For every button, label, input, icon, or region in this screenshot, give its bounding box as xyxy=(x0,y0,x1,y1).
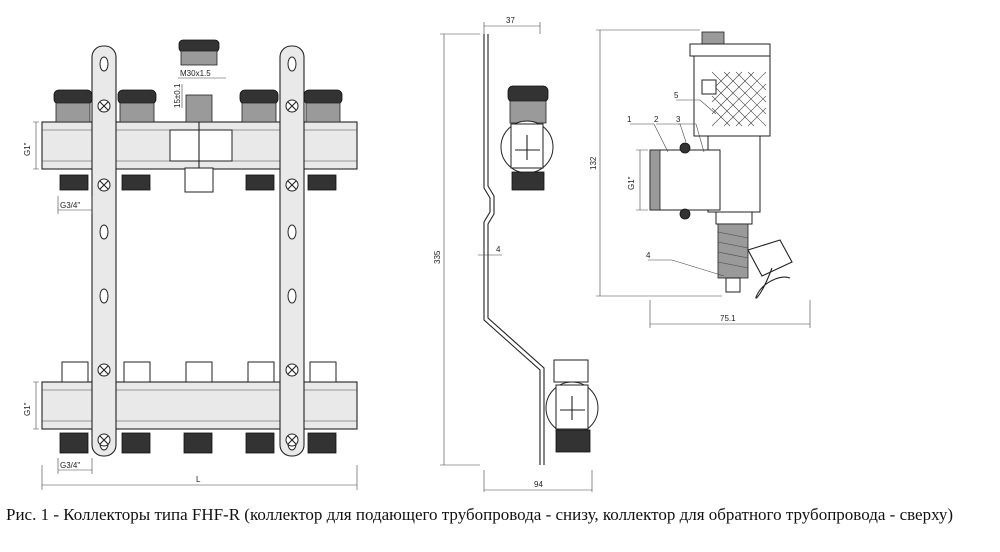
detail-view: 132 G1" 75.1 1 2 3 4 5 xyxy=(589,29,811,328)
length-label: L xyxy=(196,475,201,484)
detail-port-label: G1" xyxy=(627,176,636,190)
technical-drawing: M30x1.5 15±0.1 G1" G1" G3/4" G3/4" L 37 … xyxy=(23,16,811,492)
callout-1: 1 xyxy=(627,115,632,124)
valve-height-label: 15±0.1 xyxy=(173,83,182,108)
top-port-label: G1" xyxy=(23,142,32,156)
bottom-outlet-label: G3/4" xyxy=(60,461,80,470)
top-outlet-label: G3/4" xyxy=(60,201,80,210)
top-outlets xyxy=(59,174,337,191)
bracket-profile xyxy=(483,34,545,465)
detail-width-label: 75.1 xyxy=(720,314,736,323)
side-view: 37 335 4 94 xyxy=(433,16,599,492)
bracket-screws xyxy=(97,99,299,447)
top-width-label: 37 xyxy=(506,16,515,25)
callout-3: 3 xyxy=(676,115,681,124)
callout-4: 4 xyxy=(646,251,651,260)
callout-5: 5 xyxy=(674,91,679,100)
callout-2: 2 xyxy=(654,115,659,124)
bracket-thickness-label: 4 xyxy=(496,245,501,254)
front-view: M30x1.5 15±0.1 G1" G1" G3/4" G3/4" L xyxy=(23,39,358,490)
thread-label: M30x1.5 xyxy=(180,69,211,78)
bottom-valve-nuts xyxy=(61,361,337,383)
bottom-port-label: G1" xyxy=(23,402,32,416)
bottom-width-label: 94 xyxy=(534,480,543,489)
figure-caption: Рис. 1 - Коллекторы типа FHF-R (коллекто… xyxy=(6,505,954,524)
height-label: 335 xyxy=(433,250,442,264)
bottom-manifold-bar xyxy=(41,381,358,430)
bottom-outlets xyxy=(59,432,337,454)
top-valve-caps xyxy=(53,39,343,193)
detail-height-label: 132 xyxy=(589,156,598,170)
